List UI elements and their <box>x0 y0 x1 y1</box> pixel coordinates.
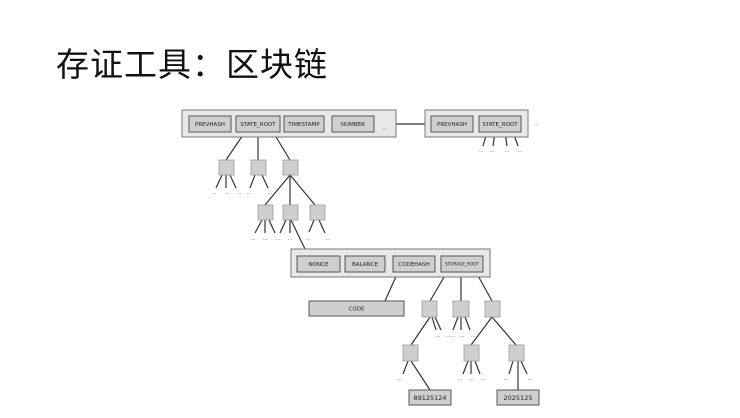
ellipsis: ... <box>481 376 486 382</box>
ellipsis: ... <box>469 376 474 382</box>
code-label: CODE <box>349 307 365 313</box>
field-balance-label: BALANCE <box>352 262 378 268</box>
field-nonce[interactable] <box>296 255 341 273</box>
storage-trie-nodes <box>402 300 525 362</box>
trie-node[interactable] <box>484 300 501 318</box>
ellipsis: ... <box>504 376 509 382</box>
ellipsis: ... <box>288 236 293 242</box>
field-codehash[interactable] <box>392 255 436 273</box>
state-trie-nodes <box>218 159 326 221</box>
ellipsis: ... <box>505 148 510 154</box>
field-state-root[interactable] <box>478 115 522 133</box>
ellipsis: ... <box>263 236 268 242</box>
slide-title: 存证工具：区块链 <box>56 45 328 84</box>
trie-node[interactable] <box>257 204 274 221</box>
ellipsis: ... <box>451 333 456 339</box>
ellipsis: ... <box>247 190 252 196</box>
storage-value-label: 89125124 <box>413 394 446 402</box>
field-state-root-label: STATE_ROOT <box>240 122 276 128</box>
ellipsis: ... <box>326 236 331 242</box>
trie-node[interactable] <box>463 344 480 362</box>
ellipsis: ... <box>460 333 465 339</box>
storage-value-2[interactable]: 2025125 <box>496 389 540 406</box>
field-prevhash[interactable] <box>188 115 232 133</box>
trie-node[interactable] <box>452 300 470 318</box>
ellipsis: ... <box>479 148 484 154</box>
trie-node[interactable] <box>508 344 525 362</box>
ellipsis: ... <box>534 121 539 127</box>
ellipsis: ... <box>237 190 242 196</box>
block-header-1[interactable]: PREVHASH STATE_ROOT TIMESTAMP NUMBER ... <box>181 109 397 138</box>
field-number-label: NUMBER <box>341 122 365 128</box>
code-box[interactable]: CODE <box>308 300 405 317</box>
block-header-2[interactable]: PREVHASH STATE_ROOT ... <box>424 109 539 138</box>
field-state-root[interactable] <box>235 115 281 133</box>
field-codehash-label: CODEHASH <box>398 262 429 268</box>
field-prevhash[interactable] <box>430 115 474 133</box>
ellipsis: ... <box>212 190 217 196</box>
account-record[interactable]: NONCE BALANCE CODEHASH STORAGE_ROOT <box>290 248 491 278</box>
ellipsis: ... <box>225 190 230 196</box>
ellipsis: ... <box>251 236 256 242</box>
ellipsis: ... <box>382 125 387 131</box>
ellipsis: ... <box>458 376 463 382</box>
ellipsis: ... <box>518 148 523 154</box>
trie-node[interactable] <box>421 300 438 318</box>
trie-node[interactable] <box>282 159 299 176</box>
storage-value-label: 2025125 <box>504 394 533 402</box>
ellipsis: ... <box>397 376 402 382</box>
ellipsis: ... <box>528 376 533 382</box>
ellipsis: ... <box>436 333 441 339</box>
trie-node[interactable] <box>402 344 419 362</box>
trie-node[interactable] <box>309 204 326 221</box>
field-balance[interactable] <box>344 255 386 273</box>
ellipsis: ... <box>446 333 451 339</box>
field-prevhash-label: PREVHASH <box>437 122 467 128</box>
field-storage-root-label: STORAGE_ROOT <box>445 262 480 267</box>
ellipsis-markers: ... ... ... ... ... ... ... ... ... ... … <box>212 148 533 382</box>
ellipsis: ... <box>471 333 476 339</box>
trie-node[interactable] <box>218 159 235 176</box>
field-storage-root[interactable] <box>440 255 484 273</box>
ellipsis: ... <box>490 148 495 154</box>
field-timestamp[interactable] <box>283 115 325 133</box>
field-number[interactable] <box>331 115 375 133</box>
ellipsis: ... <box>306 236 311 242</box>
trie-node[interactable] <box>250 159 267 176</box>
storage-value-1[interactable]: 89125124 <box>408 389 452 406</box>
ellipsis: ... <box>276 236 281 242</box>
field-prevhash-label: PREVHASH <box>195 122 225 128</box>
field-nonce-label: NONCE <box>309 262 329 268</box>
ellipsis: ... <box>268 190 273 196</box>
field-state-root-label: STATE_ROOT <box>482 122 518 128</box>
trie-node[interactable] <box>282 204 299 221</box>
field-timestamp-label: TIMESTAMP <box>287 122 320 128</box>
